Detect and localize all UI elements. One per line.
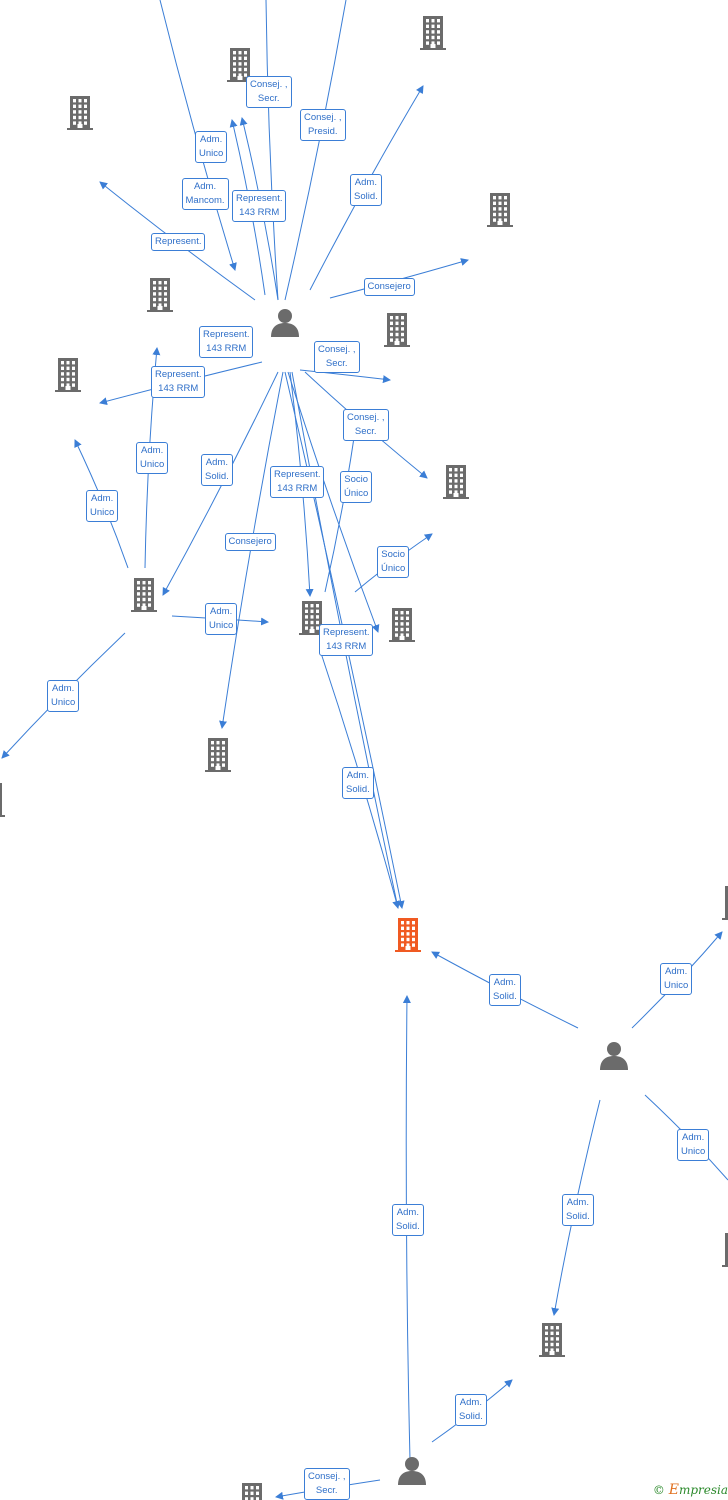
building-icon bbox=[55, 358, 81, 397]
edge-label: Represent. 143 RRM bbox=[199, 326, 254, 358]
edge-label: Adm. Solid. bbox=[562, 1194, 594, 1226]
edge-label: Socio Único bbox=[340, 471, 373, 503]
node-jv20advisory[interactable] bbox=[100, 278, 220, 317]
person-icon bbox=[270, 307, 300, 342]
edge-label: Adm. Solid. bbox=[489, 974, 521, 1006]
node-enlaceprop[interactable] bbox=[492, 1323, 612, 1362]
edge-label: Represent. 143 RRM bbox=[151, 366, 206, 398]
edge-label: Consejero bbox=[224, 533, 276, 551]
edge-label: Adm. Unico bbox=[47, 680, 80, 712]
node-jv20forest[interactable] bbox=[440, 193, 560, 232]
node-room00[interactable] bbox=[342, 608, 462, 647]
edge-label: Adm. Solid. bbox=[201, 454, 233, 486]
edge-label: Adm. Solid. bbox=[455, 1394, 487, 1426]
edge-label: Consej. , Secr. bbox=[314, 341, 360, 373]
node-velayos[interactable] bbox=[225, 307, 345, 342]
edge-label: Consej. , Secr. bbox=[246, 76, 292, 108]
building-icon bbox=[389, 608, 415, 647]
building-icon bbox=[539, 1323, 565, 1362]
node-apanemi[interactable] bbox=[373, 16, 493, 55]
node-s_right[interactable] bbox=[675, 1233, 728, 1272]
node-jucarin[interactable] bbox=[84, 578, 204, 617]
edge-label: Represent. 143 RRM bbox=[232, 190, 287, 222]
building-icon bbox=[0, 783, 5, 822]
building-icon bbox=[147, 278, 173, 317]
building-icon bbox=[395, 918, 421, 957]
edge-label: Adm. Unico bbox=[136, 442, 169, 474]
building-icon bbox=[239, 1483, 265, 1500]
building-icon bbox=[722, 886, 728, 925]
brand-footer: © Empresia bbox=[653, 1482, 728, 1498]
edge-label: Consejero bbox=[363, 278, 415, 296]
brand-logo-text: mpresia bbox=[678, 1483, 728, 1497]
edge-label: Adm. Solid. bbox=[350, 174, 382, 206]
building-icon bbox=[487, 193, 513, 232]
node-d_right[interactable] bbox=[675, 886, 728, 925]
relationship-edge bbox=[265, 0, 279, 301]
building-icon bbox=[420, 16, 446, 55]
brand-logo-initial: E bbox=[668, 1482, 679, 1498]
node-cial[interactable] bbox=[0, 783, 52, 822]
edge-label: Represent. 143 RRM bbox=[270, 466, 325, 498]
node-alantra[interactable] bbox=[20, 96, 140, 135]
node-jv20equity[interactable] bbox=[252, 601, 372, 640]
building-icon bbox=[205, 738, 231, 777]
edge-label: Socio Único bbox=[377, 546, 410, 578]
building-icon bbox=[67, 96, 93, 135]
building-icon bbox=[722, 1233, 728, 1272]
building-icon bbox=[227, 48, 253, 87]
node-lornin[interactable] bbox=[337, 313, 457, 352]
edge-label: Adm. Unico bbox=[677, 1129, 710, 1161]
node-bottom_left[interactable] bbox=[192, 1483, 312, 1500]
edge-label: Represent. 143 RRM bbox=[319, 624, 374, 656]
edge-label: Represent. bbox=[151, 233, 206, 251]
edge-label: Adm. Mancom. bbox=[181, 178, 229, 210]
building-icon bbox=[299, 601, 325, 640]
edge-label: Adm. Unico bbox=[86, 490, 119, 522]
edge-label: Adm. Unico bbox=[205, 603, 238, 635]
edge-label: Consej. , Secr. bbox=[304, 1468, 350, 1500]
node-espiral[interactable] bbox=[158, 738, 278, 777]
node-huxin[interactable] bbox=[396, 465, 516, 504]
relationship-edge bbox=[284, 0, 347, 301]
copyright-symbol: © bbox=[652, 1483, 665, 1497]
node-penter[interactable] bbox=[180, 48, 300, 87]
node-jv20venture[interactable] bbox=[8, 358, 128, 397]
edge-label: Consej. , Secr. bbox=[343, 409, 389, 441]
building-icon bbox=[131, 578, 157, 617]
edge-label: Adm. Unico bbox=[660, 963, 693, 995]
building-icon bbox=[384, 313, 410, 352]
relationship-edge bbox=[299, 369, 391, 384]
edge-label: Consej. , Presid. bbox=[300, 109, 346, 141]
node-olle[interactable] bbox=[554, 1040, 674, 1075]
edge-label: Adm. Solid. bbox=[342, 767, 374, 799]
edge-label: Adm. Solid. bbox=[392, 1204, 424, 1236]
node-enlace[interactable] bbox=[348, 918, 468, 957]
building-icon bbox=[443, 465, 469, 504]
edge-label: Adm. Unico bbox=[195, 131, 228, 163]
node-salas[interactable] bbox=[352, 1455, 472, 1490]
person-icon bbox=[397, 1455, 427, 1490]
person-icon bbox=[599, 1040, 629, 1075]
